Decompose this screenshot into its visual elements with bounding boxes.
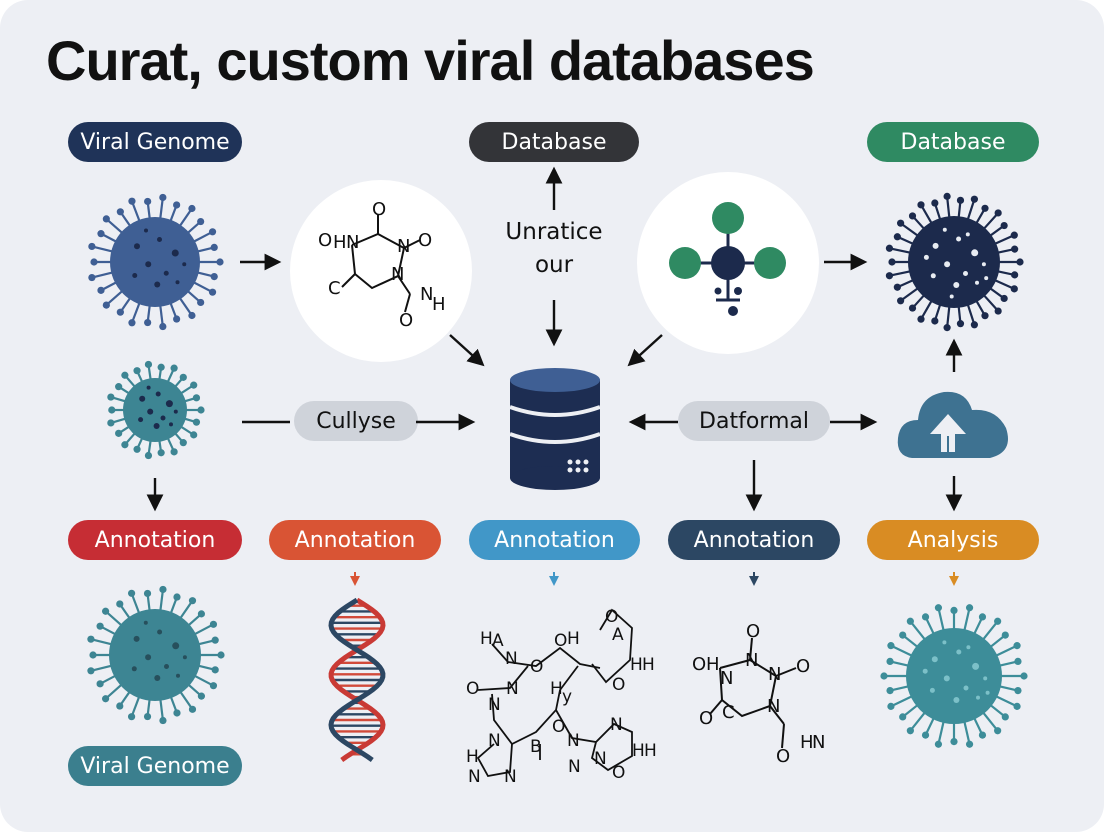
virus-icon-bottom-right bbox=[880, 604, 1028, 748]
svg-text:O: O bbox=[612, 675, 625, 695]
svg-text:H: H bbox=[644, 741, 657, 761]
svg-text:N: N bbox=[488, 695, 501, 715]
svg-text:H: H bbox=[432, 294, 446, 315]
label-analysis: Analysis bbox=[867, 520, 1039, 560]
svg-text:N: N bbox=[420, 284, 433, 305]
svg-text:H: H bbox=[642, 655, 655, 675]
svg-text:A: A bbox=[612, 625, 624, 645]
svg-text:C: C bbox=[328, 278, 341, 299]
virus-icon-bottom-left bbox=[87, 585, 225, 725]
svg-text:N: N bbox=[504, 767, 517, 787]
svg-text:O: O bbox=[776, 746, 790, 767]
svg-text:O: O bbox=[796, 656, 810, 677]
svg-text:O: O bbox=[399, 310, 413, 331]
molecule-structure-bottom-right bbox=[709, 637, 797, 749]
svg-text:N: N bbox=[610, 715, 623, 735]
svg-text:H: H bbox=[550, 679, 563, 699]
svg-text:O: O bbox=[552, 717, 565, 737]
svg-text:N: N bbox=[468, 767, 481, 787]
label-viral-genome-bottom: Viral Genome bbox=[68, 746, 242, 786]
svg-text:N: N bbox=[488, 731, 501, 751]
svg-text:O: O bbox=[612, 763, 625, 783]
svg-text:N: N bbox=[391, 264, 404, 285]
svg-text:H: H bbox=[630, 655, 643, 675]
svg-text:H: H bbox=[466, 747, 479, 767]
svg-text:N: N bbox=[568, 757, 581, 777]
svg-text:O: O bbox=[372, 199, 386, 220]
svg-text:O: O bbox=[554, 631, 567, 651]
svg-text:H: H bbox=[800, 732, 814, 753]
virus-icon-mid-left bbox=[107, 360, 205, 460]
svg-text:O: O bbox=[746, 621, 760, 642]
svg-text:O: O bbox=[466, 679, 479, 699]
svg-text:O: O bbox=[418, 230, 432, 251]
svg-text:O: O bbox=[318, 230, 332, 251]
svg-text:N: N bbox=[594, 749, 607, 769]
label-annotation-3: Annotation bbox=[469, 520, 640, 560]
svg-text:N: N bbox=[768, 664, 781, 685]
molecule-circle-left bbox=[290, 180, 472, 362]
svg-text:O: O bbox=[605, 607, 618, 627]
database-icon bbox=[509, 368, 601, 490]
molecule-structure-left bbox=[341, 214, 421, 313]
center-caption: Unratice our bbox=[488, 216, 620, 282]
label-annotation-1: Annotation bbox=[68, 520, 242, 560]
svg-text:A: A bbox=[492, 631, 504, 651]
svg-text:H: H bbox=[333, 232, 347, 253]
diagram-title: Curat, custom viral databases bbox=[46, 29, 815, 92]
svg-text:N: N bbox=[720, 668, 733, 689]
svg-text:N: N bbox=[346, 232, 359, 253]
network-node-icon bbox=[669, 202, 786, 316]
label-database-center: Database bbox=[469, 122, 639, 162]
svg-text:O: O bbox=[530, 657, 543, 677]
cloud-upload-icon bbox=[897, 391, 1008, 458]
virus-icon-top-left bbox=[88, 193, 224, 331]
svg-text:B: B bbox=[530, 737, 542, 757]
dna-helix-icon bbox=[328, 597, 386, 763]
label-annotation-2: Annotation bbox=[269, 520, 441, 560]
label-cullyse: Cullyse bbox=[294, 401, 418, 441]
center-caption-line1: Unratice bbox=[505, 219, 603, 245]
svg-text:N: N bbox=[745, 650, 758, 671]
svg-text:O: O bbox=[692, 654, 706, 675]
svg-text:O: O bbox=[699, 708, 713, 729]
svg-text:N: N bbox=[812, 732, 825, 753]
svg-text:y: y bbox=[562, 687, 572, 707]
arrow-molecule-to-db bbox=[449, 334, 485, 367]
molecule-structure-bottom-center bbox=[476, 608, 633, 778]
svg-text:N: N bbox=[567, 731, 580, 751]
label-datformal: Datformal bbox=[678, 401, 830, 441]
svg-text:H: H bbox=[706, 654, 720, 675]
svg-text:N: N bbox=[506, 679, 519, 699]
svg-text:C: C bbox=[722, 702, 735, 723]
svg-text:N: N bbox=[767, 696, 780, 717]
label-viral-genome-top: Viral Genome bbox=[68, 122, 242, 162]
svg-text:H: H bbox=[632, 741, 645, 761]
svg-text:H: H bbox=[480, 629, 493, 649]
arrows bbox=[146, 166, 963, 512]
svg-text:H: H bbox=[567, 629, 580, 649]
center-caption-line2: our bbox=[534, 252, 574, 278]
label-database-right: Database bbox=[867, 122, 1039, 162]
virus-icon-top-right bbox=[885, 192, 1024, 332]
svg-text:N: N bbox=[397, 236, 410, 257]
small-arrows bbox=[350, 572, 959, 586]
svg-text:N: N bbox=[505, 649, 518, 669]
label-annotation-4: Annotation bbox=[668, 520, 840, 560]
arrow-network-to-db bbox=[627, 334, 663, 367]
